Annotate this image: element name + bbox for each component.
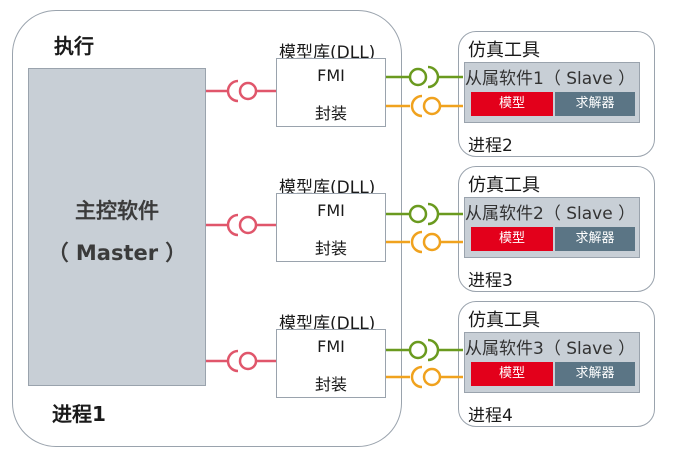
wrap-label: 封装 [314, 375, 347, 394]
exec-label: 执行 [54, 34, 94, 58]
process-label: 进程4 [468, 406, 513, 426]
master-title: 主控软件 [75, 199, 159, 223]
fmi-wrapper-box: FMI 封装 [276, 193, 386, 262]
master-subtitle: （ Master ） [47, 241, 187, 265]
master-software-block: 主控软件 （ Master ） [28, 68, 206, 386]
fmi-label: FMI [317, 337, 345, 356]
solver-chip: 求解器 [555, 227, 635, 251]
tool-title: 仿真工具 [468, 175, 540, 196]
process-1-label: 进程1 [52, 402, 106, 426]
model-chip: 模型 [471, 92, 553, 116]
green-link-connector [386, 338, 463, 362]
fmi-label: FMI [317, 66, 345, 85]
slave-software-block: 从属软件1（ Slave ） 模型 求解器 [464, 62, 640, 123]
green-link-connector [386, 65, 463, 89]
slave-software-block: 从属软件3（ Slave ） 模型 求解器 [464, 332, 640, 393]
fmi-wrapper-box: FMI 封装 [276, 329, 386, 398]
green-link-connector [386, 202, 463, 226]
process-label: 进程3 [468, 271, 513, 291]
fmi-wrapper-box: FMI 封装 [276, 58, 386, 127]
orange-link-connector [386, 94, 463, 118]
tool-title: 仿真工具 [468, 40, 540, 61]
slave-label: 从属软件2（ Slave ） [465, 204, 636, 224]
solver-chip: 求解器 [555, 92, 635, 116]
model-chip: 模型 [471, 227, 553, 251]
red-socket-connector [206, 349, 276, 373]
orange-link-connector [386, 230, 463, 254]
orange-link-connector [386, 365, 463, 389]
tool-title: 仿真工具 [468, 310, 540, 331]
simulation-tool-box: 仿真工具 从属软件1（ Slave ） 模型 求解器 进程2 [458, 31, 655, 157]
solver-chip: 求解器 [555, 362, 635, 386]
red-socket-connector [206, 79, 276, 103]
wrap-label: 封装 [314, 104, 347, 123]
red-socket-connector [206, 213, 276, 237]
simulation-tool-box: 仿真工具 从属软件2（ Slave ） 模型 求解器 进程3 [458, 166, 655, 292]
wrap-label: 封装 [314, 239, 347, 258]
slave-label: 从属软件3（ Slave ） [465, 339, 636, 359]
model-chip: 模型 [471, 362, 553, 386]
fmi-label: FMI [317, 201, 345, 220]
simulation-tool-box: 仿真工具 从属软件3（ Slave ） 模型 求解器 进程4 [458, 301, 655, 427]
process-label: 进程2 [468, 136, 513, 156]
slave-software-block: 从属软件2（ Slave ） 模型 求解器 [464, 197, 640, 258]
slave-label: 从属软件1（ Slave ） [465, 69, 636, 89]
